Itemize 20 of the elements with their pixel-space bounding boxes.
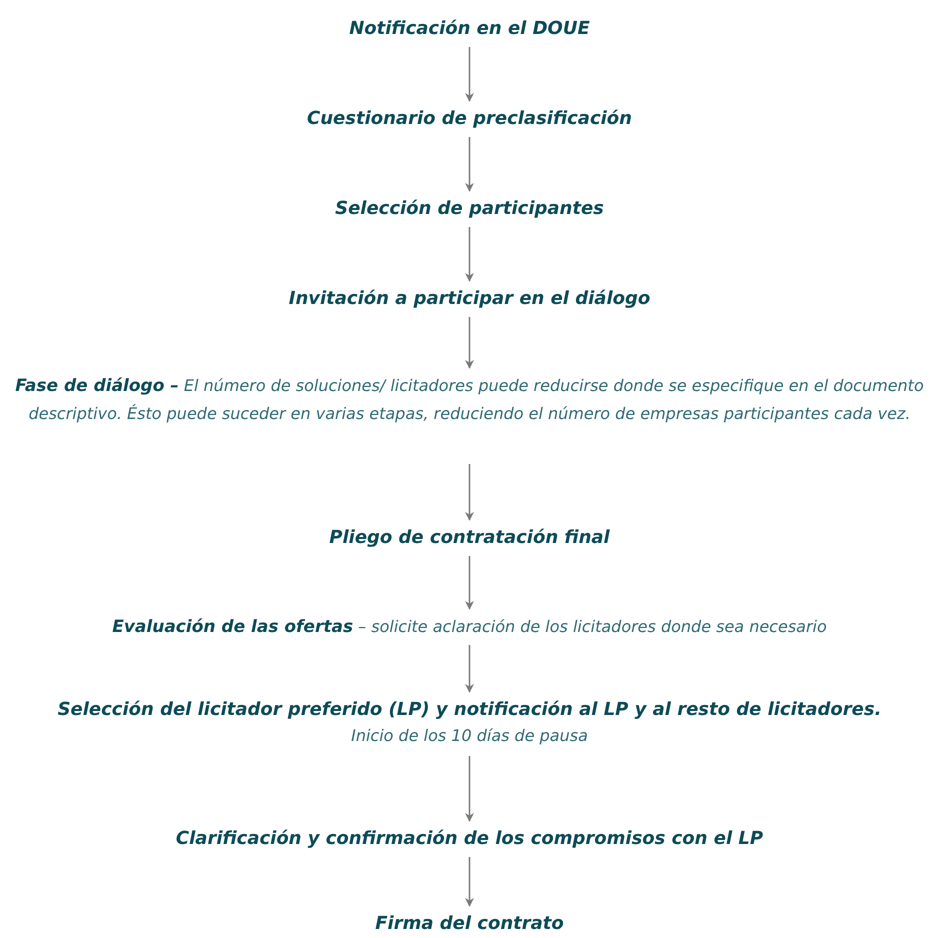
arrow bbox=[465, 137, 474, 192]
step-label: Clarificación y confirmación de los compromisos con el LP bbox=[174, 827, 764, 851]
step-label: Invitación a participar en el diálogo bbox=[288, 287, 652, 311]
arrow bbox=[465, 227, 474, 282]
arrow bbox=[465, 47, 474, 102]
step-label: Selección del licitador preferido (LP) y notificación al LP y al resto de licitadores. bbox=[56, 698, 882, 722]
step-label: Notificación en el DOUE bbox=[348, 17, 591, 41]
arrow bbox=[465, 756, 474, 822]
step-label: Evaluación de las ofertas – solicite aclaración de los licitadores donde sea necesario bbox=[111, 616, 828, 639]
arrow bbox=[465, 556, 474, 610]
step-note: Inicio de los 10 días de pausa bbox=[350, 725, 589, 747]
arrow bbox=[465, 317, 474, 369]
step-label: Fase de diálogo – El número de soluciones/ licitadores puede reducirse donde se especifique en el documento descriptivo. Ésto puede suceder en varias etapas, reduciendo el número de empresas participantes cada vez. bbox=[14, 375, 925, 425]
arrow bbox=[465, 464, 474, 521]
arrow bbox=[465, 857, 474, 907]
step-label: Selección de participantes bbox=[334, 197, 605, 221]
step-label: Pliego de contratación final bbox=[328, 526, 611, 550]
step-label: Cuestionario de preclasificación bbox=[306, 107, 633, 131]
step-label: Firma del contrato bbox=[374, 912, 565, 936]
arrow bbox=[465, 645, 474, 693]
